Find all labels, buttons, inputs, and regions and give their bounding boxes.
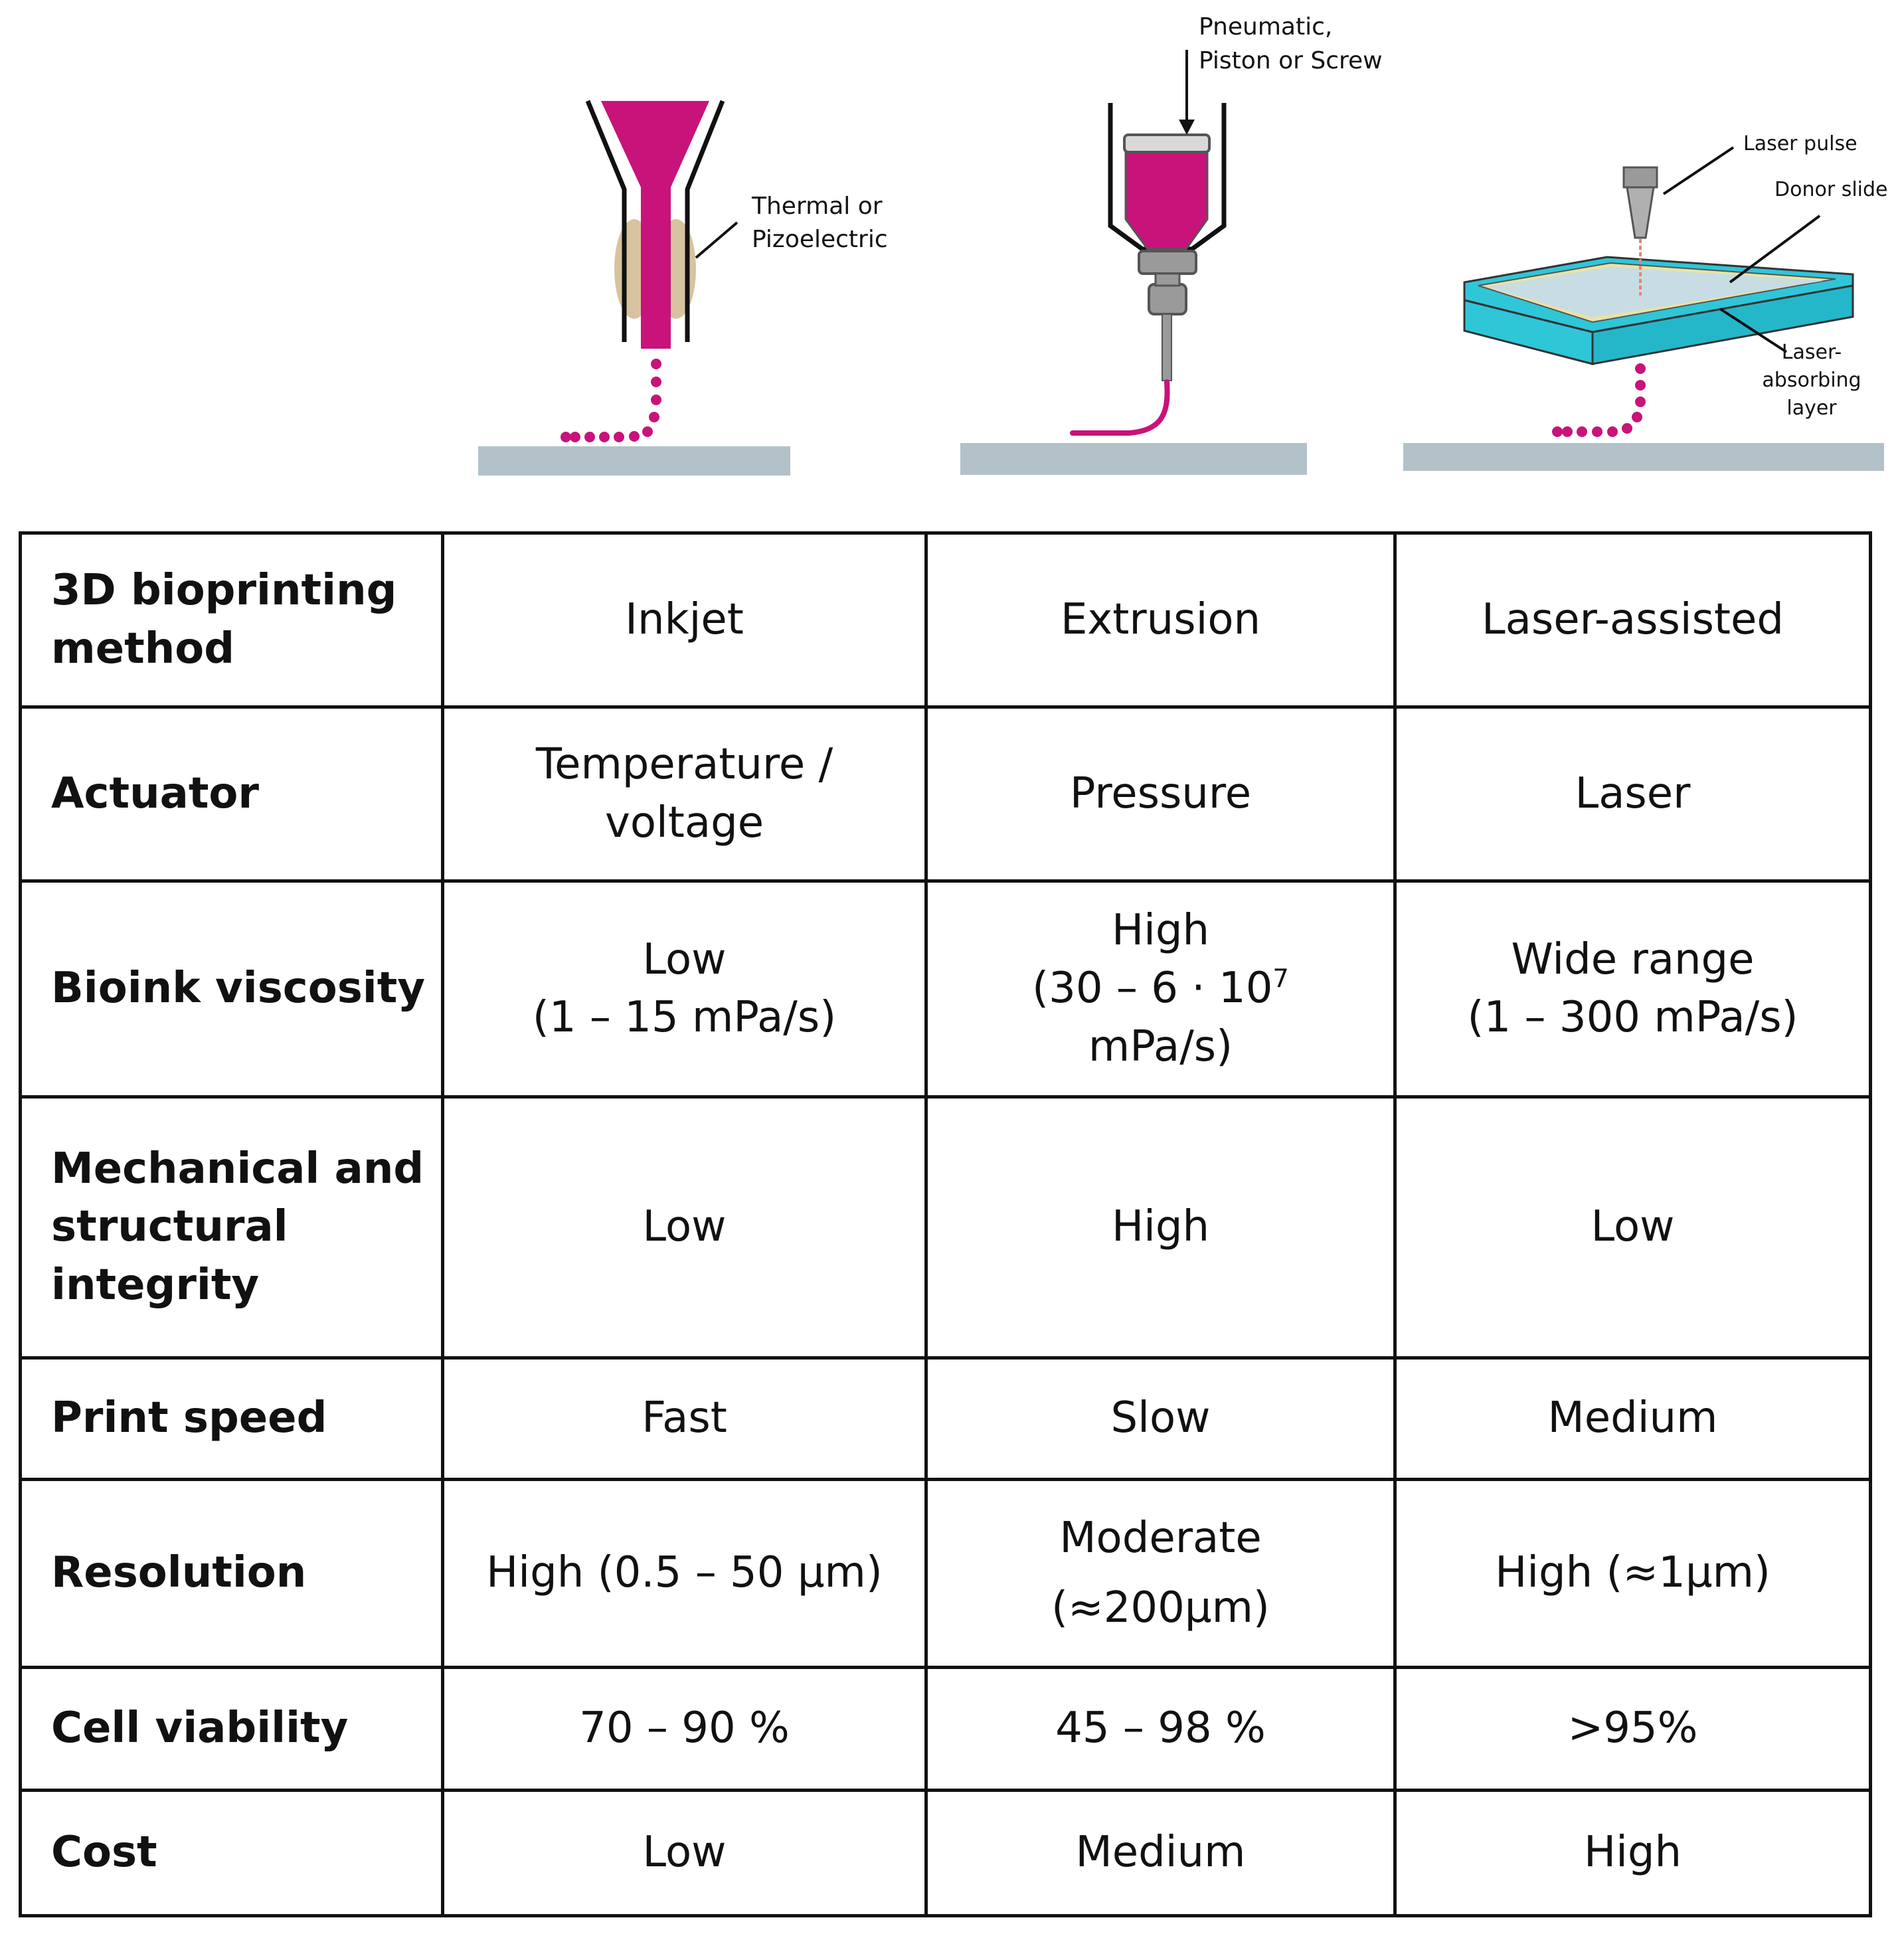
cell-integrity-extrusion: High bbox=[924, 1095, 1397, 1360]
row-label-resolution: Resolution bbox=[19, 1478, 444, 1669]
cell-cost-laser: High bbox=[1393, 1789, 1872, 1917]
laser-substrate bbox=[1403, 443, 1884, 471]
cell-viability-inkjet: 70 – 90 % bbox=[441, 1666, 928, 1792]
extrusion-needle-hub bbox=[1148, 283, 1187, 315]
illustrations: Thermal or Pizoelectric Pneumatic, Pisto… bbox=[0, 0, 1904, 491]
row-label-viability: Cell viability bbox=[19, 1666, 444, 1792]
extrusion-hub-neck bbox=[1154, 272, 1181, 287]
table-row-actuator: Actuator Temperature / voltage Pressure … bbox=[19, 705, 1872, 883]
inkjet-ink-reservoir bbox=[601, 101, 709, 349]
laser-illustration: Laser pulse Donor slide Laser- absorbing… bbox=[1403, 132, 1888, 471]
row-label-method-line1: 3D bioprinting bbox=[51, 566, 397, 616]
cell-viscosity-extrusion-line2-base: (30 – 6 · 10 bbox=[1032, 964, 1273, 1013]
cell-viscosity-extrusion-line3: mPa/s) bbox=[1088, 1021, 1233, 1071]
inkjet-droplets bbox=[561, 359, 661, 442]
table-row-resolution: Resolution High (0.5 – 50 µm) Moderate (… bbox=[19, 1478, 1872, 1669]
cell-viscosity-extrusion-line1: High bbox=[1111, 906, 1210, 956]
cell-resolution-extrusion-line1: Moderate bbox=[1059, 1513, 1262, 1563]
row-label-integrity: Mechanical and structural integrity bbox=[19, 1095, 444, 1360]
row-label-viscosity: Bioink viscosity bbox=[19, 879, 444, 1099]
cell-speed-inkjet: Fast bbox=[441, 1356, 928, 1481]
laser-pulse-label: Laser pulse bbox=[1743, 132, 1858, 155]
cell-viability-laser: >95% bbox=[1393, 1666, 1872, 1792]
cell-integrity-inkjet: Low bbox=[441, 1095, 928, 1360]
laser-donor-leader bbox=[1729, 215, 1821, 284]
extrusion-needle bbox=[1162, 313, 1172, 381]
row-label-cost: Cost bbox=[19, 1789, 444, 1917]
inkjet-label-leader bbox=[695, 221, 738, 259]
table-row-speed: Print speed Fast Slow Medium bbox=[19, 1356, 1872, 1481]
cell-viscosity-laser-line2: (1 – 300 mPa/s) bbox=[1467, 993, 1798, 1042]
inkjet-label-line2: Pizoelectric bbox=[752, 226, 888, 253]
row-label-integrity-line1: Mechanical and bbox=[51, 1144, 424, 1194]
laser-bioink-film bbox=[1488, 267, 1823, 317]
extrusion-syringe-body bbox=[1124, 145, 1209, 250]
col-header-laser: Laser-assisted bbox=[1393, 531, 1872, 709]
laser-layer-leader bbox=[1719, 308, 1788, 353]
laser-pulse-leader bbox=[1662, 146, 1735, 195]
cell-actuator-inkjet-line1: Temperature / bbox=[535, 740, 833, 790]
inkjet-label-line1: Thermal or bbox=[751, 193, 883, 220]
laser-layer-label-line3: layer bbox=[1786, 396, 1837, 420]
comparison-table: 3D bioprinting method Inkjet Extrusion L… bbox=[19, 531, 1872, 1917]
cell-viscosity-laser: Wide range (1 – 300 mPa/s) bbox=[1393, 879, 1872, 1099]
laser-droplets bbox=[1552, 363, 1646, 437]
inkjet-illustration: Thermal or Pizoelectric bbox=[478, 100, 888, 476]
table-row-integrity: Mechanical and structural integrity Low … bbox=[19, 1095, 1872, 1360]
cell-resolution-laser: High (≈1µm) bbox=[1393, 1478, 1872, 1669]
cell-viscosity-extrusion-line2: (30 – 6 · 107 bbox=[941, 960, 1380, 1017]
cell-cost-inkjet: Low bbox=[441, 1789, 928, 1917]
extrusion-label-line2: Piston or Screw bbox=[1199, 47, 1383, 74]
cell-actuator-inkjet: Temperature / voltage bbox=[441, 705, 928, 883]
laser-slide-side bbox=[1591, 284, 1854, 365]
cell-viscosity-extrusion-exponent: 7 bbox=[1272, 964, 1289, 995]
cell-viscosity-inkjet: Low (1 – 15 mPa/s) bbox=[441, 879, 928, 1099]
row-label-method: 3D bioprinting method bbox=[19, 531, 444, 709]
extrusion-arrow-head bbox=[1179, 120, 1195, 135]
extrusion-connector bbox=[1138, 250, 1197, 275]
cell-viscosity-inkjet-line2: (1 – 15 mPa/s) bbox=[532, 993, 837, 1042]
laser-layer-label-line1: Laser- bbox=[1782, 341, 1842, 364]
cell-speed-laser: Medium bbox=[1393, 1356, 1872, 1481]
inkjet-nozzle-wall-left bbox=[585, 100, 627, 342]
cell-cost-extrusion: Medium bbox=[924, 1789, 1397, 1917]
row-label-actuator: Actuator bbox=[19, 705, 444, 883]
inkjet-substrate bbox=[478, 446, 790, 476]
row-label-speed: Print speed bbox=[19, 1356, 444, 1481]
cell-viscosity-laser-line1: Wide range bbox=[1511, 934, 1755, 984]
table-row-method: 3D bioprinting method Inkjet Extrusion L… bbox=[19, 531, 1872, 709]
table-row-viability: Cell viability 70 – 90 % 45 – 98 % >95% bbox=[19, 1666, 1872, 1792]
extrusion-plunger bbox=[1123, 133, 1211, 153]
cell-viability-extrusion: 45 – 98 % bbox=[924, 1666, 1397, 1792]
row-label-integrity-line2: structural bbox=[51, 1202, 288, 1252]
cell-resolution-inkjet: High (0.5 – 50 µm) bbox=[441, 1478, 928, 1669]
extrusion-illustration: Pneumatic, Piston or Screw bbox=[960, 13, 1383, 475]
extrusion-filament bbox=[1070, 379, 1170, 436]
laser-head-cap bbox=[1622, 166, 1658, 189]
cell-actuator-inkjet-line2: voltage bbox=[604, 798, 764, 847]
inkjet-nozzle-wall-right bbox=[685, 100, 725, 342]
extrusion-substrate bbox=[960, 443, 1307, 475]
extrusion-label-line1: Pneumatic, bbox=[1199, 13, 1332, 41]
row-label-method-line2: method bbox=[51, 624, 235, 673]
laser-head-nozzle bbox=[1626, 186, 1655, 239]
cell-resolution-extrusion-line2: (≈200µm) bbox=[1051, 1583, 1270, 1632]
col-header-extrusion: Extrusion bbox=[924, 531, 1397, 709]
cell-actuator-laser: Laser bbox=[1393, 705, 1872, 883]
col-header-inkjet: Inkjet bbox=[441, 531, 928, 709]
cell-viscosity-inkjet-line1: Low bbox=[642, 934, 727, 984]
table-row-cost: Cost Low Medium High bbox=[19, 1789, 1872, 1917]
row-label-integrity-line3: integrity bbox=[51, 1260, 260, 1310]
cell-integrity-laser: Low bbox=[1393, 1095, 1872, 1360]
table-row-viscosity: Bioink viscosity Low (1 – 15 mPa/s) High… bbox=[19, 879, 1872, 1099]
laser-donor-label: Donor slide bbox=[1774, 178, 1888, 201]
laser-layer-label-line2: absorbing bbox=[1762, 369, 1861, 392]
cell-speed-extrusion: Slow bbox=[924, 1356, 1397, 1481]
cell-actuator-extrusion: Pressure bbox=[924, 705, 1397, 883]
cell-viscosity-extrusion: High (30 – 6 · 107 mPa/s) bbox=[924, 879, 1397, 1099]
cell-resolution-extrusion: Moderate (≈200µm) bbox=[924, 1478, 1397, 1669]
